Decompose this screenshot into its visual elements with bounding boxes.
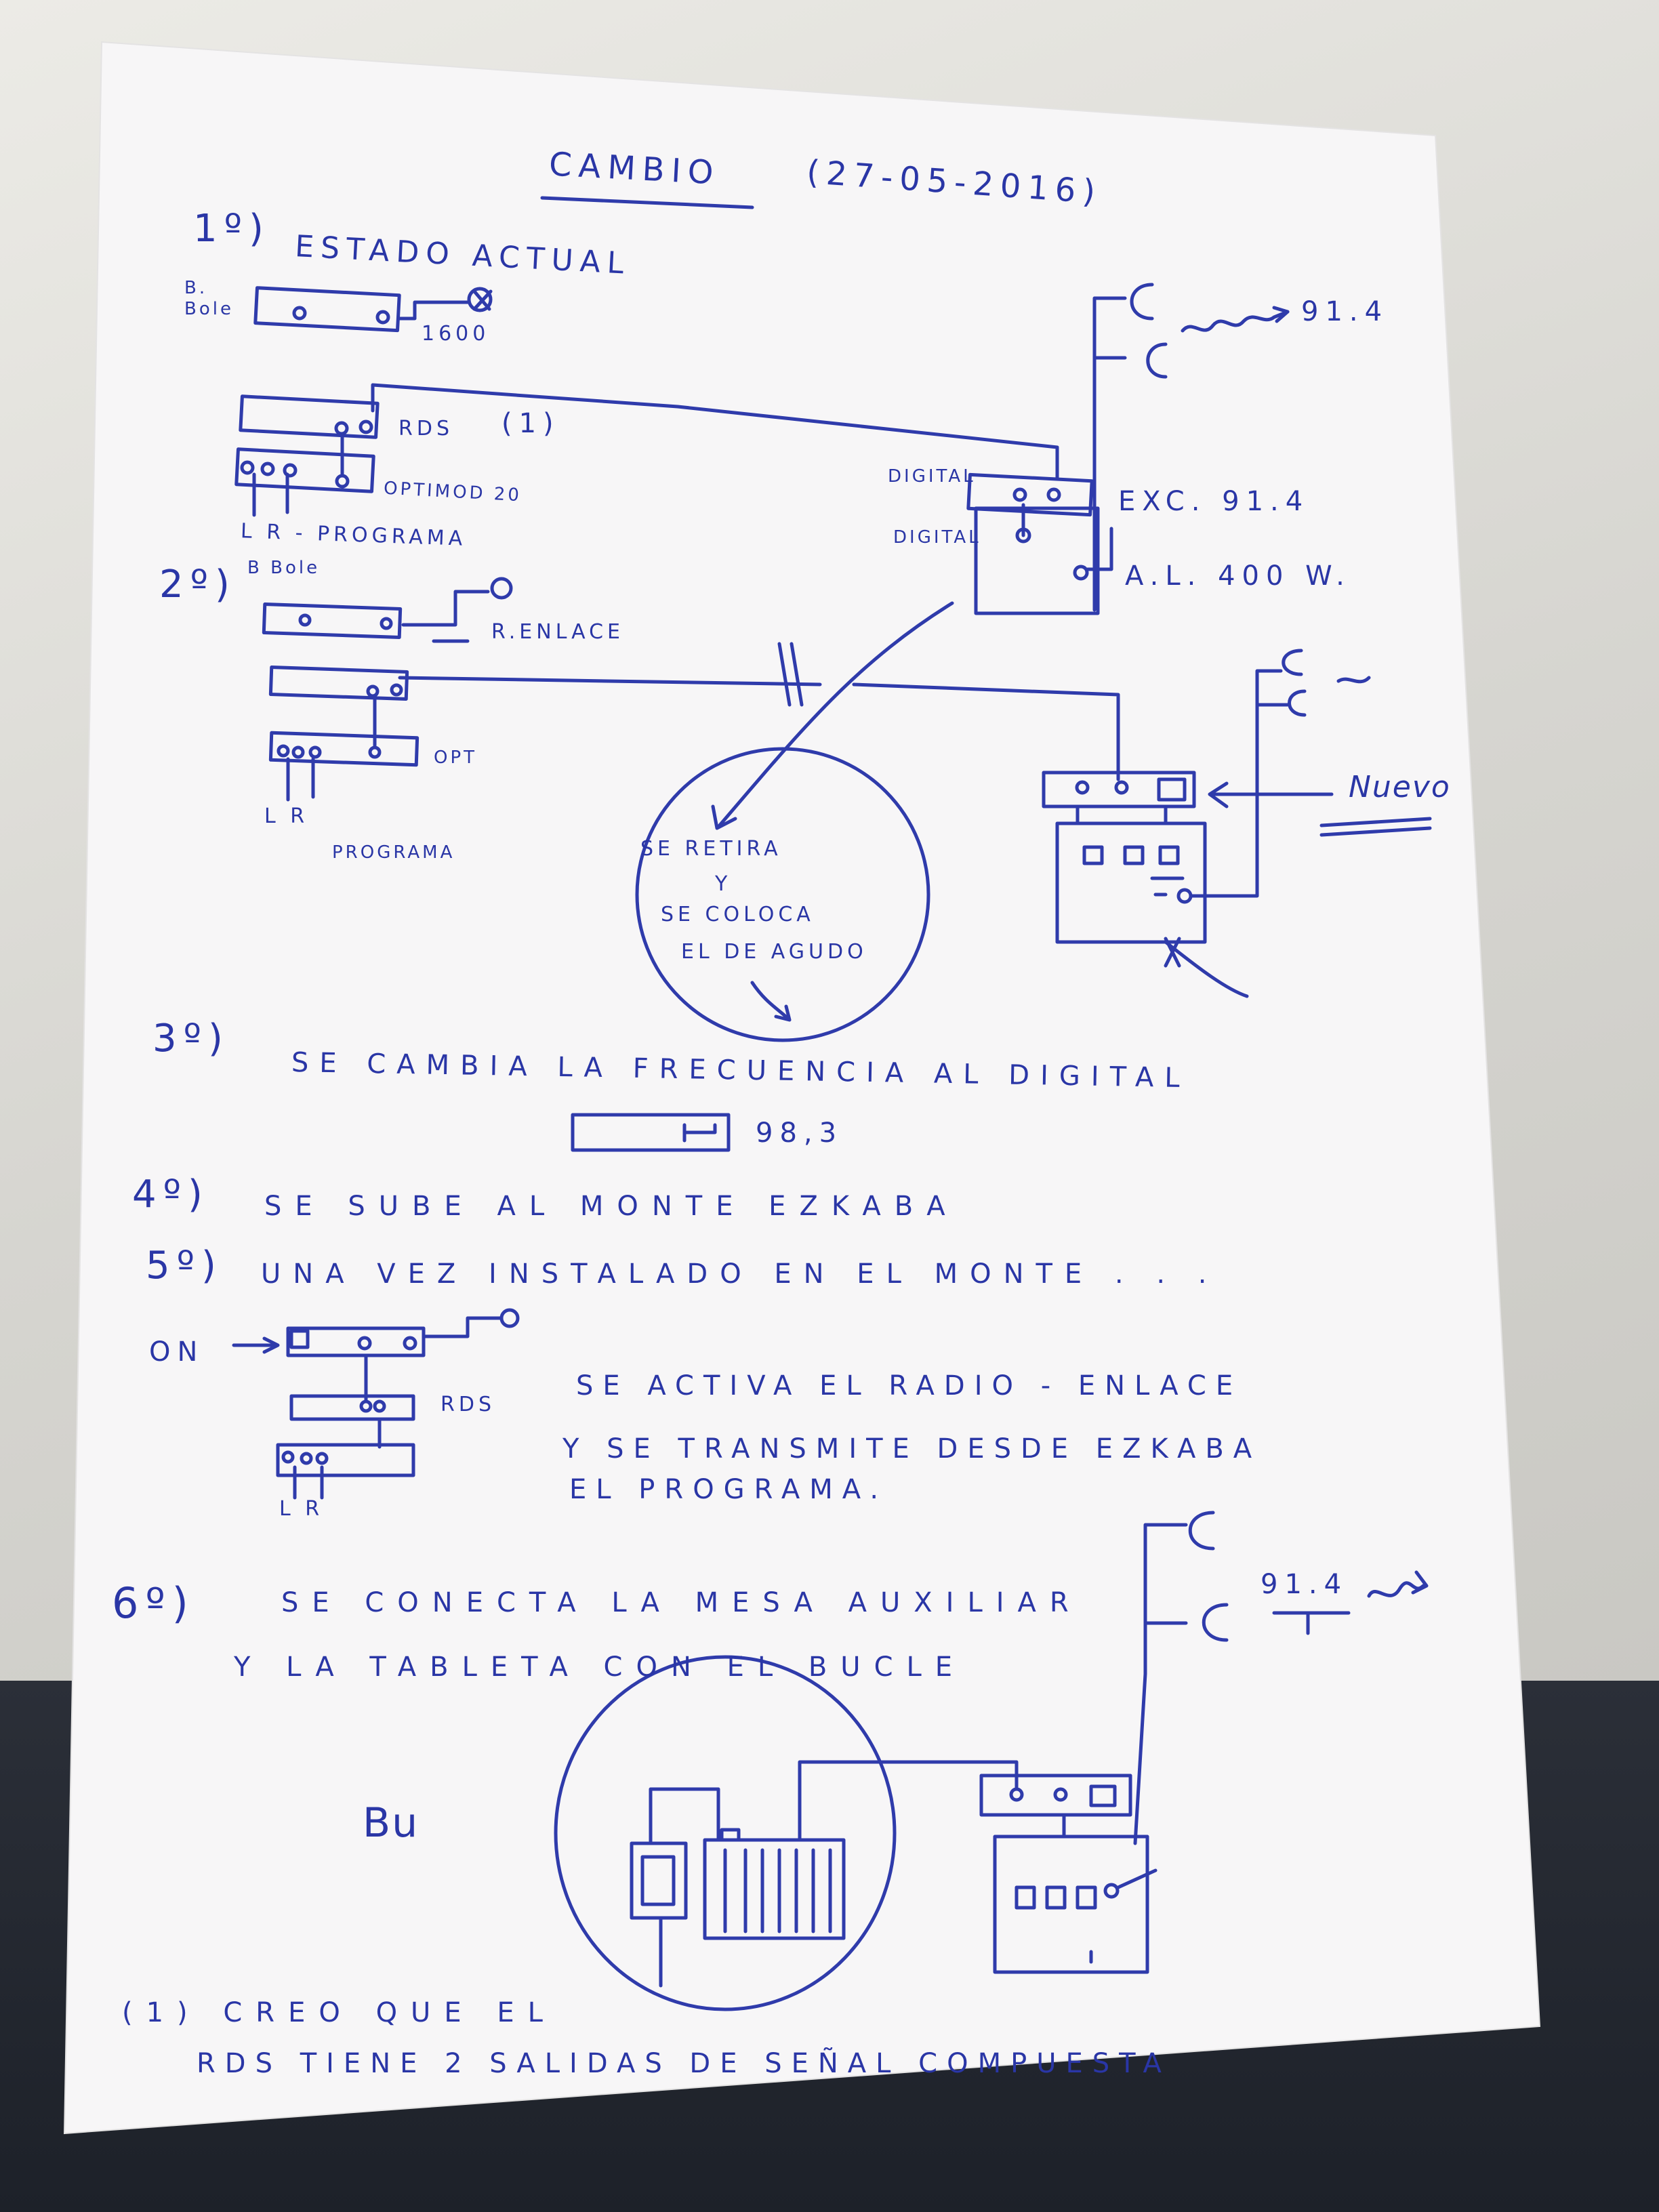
new-exciter-box — [1042, 771, 1196, 808]
circle-note-line-1: SE RETIRA — [640, 837, 782, 861]
step-4-number: 4º) — [132, 1172, 209, 1216]
step-1-number: 1º) — [193, 207, 270, 251]
lr-label-3: L R — [279, 1497, 324, 1521]
tablet-box — [630, 1841, 688, 1920]
programa-label-2: PROGRAMA — [332, 842, 455, 863]
radio-link-label: R.ENLACE — [491, 620, 625, 644]
exciter-box-6 — [979, 1774, 1132, 1817]
frequency-top-label: 91.4 — [1301, 296, 1389, 327]
optimod-box — [234, 447, 375, 493]
antenna-c-6 — [1202, 1603, 1229, 1642]
step-4-text: SE SUBE AL MONTE EZKABA — [264, 1191, 959, 1222]
step-5-number: 5º) — [146, 1244, 223, 1288]
radio-wave-1 — [1181, 310, 1290, 333]
exciter-box — [966, 472, 1094, 517]
new-amplifier-box — [1055, 821, 1207, 944]
bu-label: Bu — [363, 1799, 419, 1847]
circle-note-line-2: Y — [715, 872, 732, 896]
amplifier-box — [974, 506, 1100, 615]
step-2-number: 2º) — [159, 562, 237, 607]
step-5-note-line-3: EL PROGRAMA. — [569, 1474, 888, 1505]
optimod-box-3 — [276, 1443, 415, 1477]
rds-radio-link-box — [286, 1326, 426, 1357]
amplifier-box-6 — [993, 1835, 1149, 1974]
step-6-number: 6º) — [112, 1578, 195, 1628]
rds-box-1 — [239, 394, 380, 439]
step-5-note-line-1: SE ACTIVA EL RADIO - ENLACE — [576, 1370, 1243, 1401]
title-underline — [540, 196, 754, 209]
frequency-value: 98,3 — [756, 1118, 844, 1149]
arrow-retira — [711, 601, 954, 830]
mixer-box — [703, 1838, 846, 1940]
antenna-c-4 — [1288, 689, 1307, 717]
step-6-line-2: Y LA TABLETA CON EL BUCLE — [234, 1652, 966, 1683]
rds-label-3: RDS — [441, 1393, 495, 1416]
on-label: ON — [149, 1336, 205, 1368]
amplifier-label: A.L. 400 W. — [1125, 560, 1351, 592]
frequency-bottom-label: 91.4 — [1261, 1569, 1349, 1600]
circle-note-line-3: SE COLOCA — [661, 903, 815, 926]
bucle-circle — [554, 1655, 897, 2011]
b-bole-label-1: B. Bole — [184, 278, 234, 320]
rds-box-3 — [289, 1394, 415, 1421]
step-5-note-line-2: Y SE TRANSMITE DESDE EZKABA — [562, 1433, 1262, 1465]
b-bole-label-2: B Bole — [247, 558, 321, 578]
note-circle — [635, 747, 930, 1042]
step-6-line-1: SE CONECTA LA MESA AUXILIAR — [281, 1587, 1082, 1618]
page-title: CAMBIO — [548, 145, 721, 192]
opt-label: OPT — [434, 747, 478, 768]
lr-label-2: L R — [264, 804, 309, 828]
circle-note-line-4: EL DE AGUDO — [681, 940, 867, 964]
opt-box — [268, 731, 419, 767]
antenna-mast-1 — [1092, 296, 1127, 612]
exciter-label: EXC. 91.4 — [1118, 486, 1310, 517]
step-3-number: 3º) — [152, 1017, 230, 1061]
antenna-c-5 — [1188, 1511, 1215, 1551]
antenna-c-2 — [1146, 342, 1168, 379]
antenna-icon-1 — [467, 287, 493, 312]
digital-label-1: DIGITAL — [888, 466, 976, 487]
footnote-line-2: RDS TIENE 2 SALIDAS DE SEÑAL COMPUESTA — [197, 2048, 1171, 2079]
b-bole-box-2 — [262, 602, 403, 639]
rds-footnote-ref: (1) — [501, 408, 560, 439]
arrow-to-new — [1208, 781, 1334, 808]
footnote-line-1: (1) CREO QUE EL — [122, 1997, 556, 2028]
nuevo-label: Nuevo — [1349, 770, 1451, 804]
antenna-c-3 — [1282, 649, 1303, 676]
label-1600: 1600 — [422, 322, 490, 346]
frequency-display-box — [571, 1113, 731, 1152]
digital-label-2: DIGITAL — [893, 527, 981, 548]
rds-label-1: RDS — [398, 417, 453, 441]
step-5-text: UNA VEZ INSTALADO EN EL MONTE . . . — [261, 1258, 1219, 1290]
rds-box-2 — [268, 665, 409, 701]
antenna-c-1 — [1130, 283, 1154, 321]
b-bole-box-1 — [253, 286, 401, 333]
